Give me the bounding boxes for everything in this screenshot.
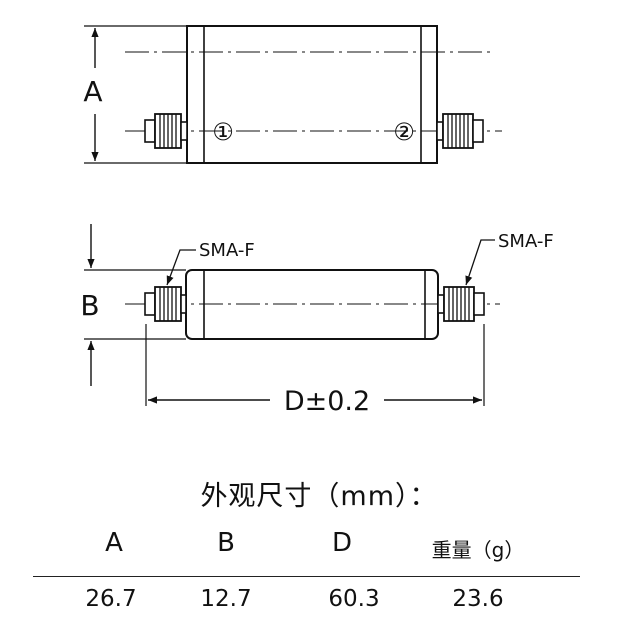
value-weight: 23.6 <box>452 586 504 612</box>
value-a: 26.7 <box>85 586 137 612</box>
column-header-a: A <box>105 528 123 558</box>
value-b: 12.7 <box>200 586 252 612</box>
left-sma-leader <box>166 249 196 286</box>
column-header-d: D <box>331 528 353 558</box>
port-1-label: ① <box>212 118 234 146</box>
dimensions-title: 外观尺寸（mm）： <box>200 481 438 512</box>
port-2-label: ② <box>393 118 415 146</box>
left-connector-label: SMA-F <box>199 240 255 261</box>
dim-d-label: D±0.2 <box>284 386 370 417</box>
column-header-b: B <box>217 528 235 558</box>
top-view <box>84 25 502 164</box>
side-view <box>84 224 500 406</box>
right-sma-leader <box>465 239 495 286</box>
top-left-sma-connector <box>144 113 188 149</box>
right-connector-label: SMA-F <box>498 231 554 252</box>
dim-a-label: A <box>83 75 102 108</box>
mechanical-outline-drawing: A ① ② <box>80 25 554 417</box>
column-header-weight: 重量（g） <box>431 538 525 562</box>
top-right-sma-connector <box>436 113 484 149</box>
dim-b-label: B <box>80 289 99 322</box>
value-d: 60.3 <box>328 586 380 612</box>
table-divider <box>33 576 580 577</box>
top-view-body <box>186 25 438 164</box>
side-right-sma-connector <box>437 286 485 322</box>
side-left-sma-connector <box>144 286 187 322</box>
